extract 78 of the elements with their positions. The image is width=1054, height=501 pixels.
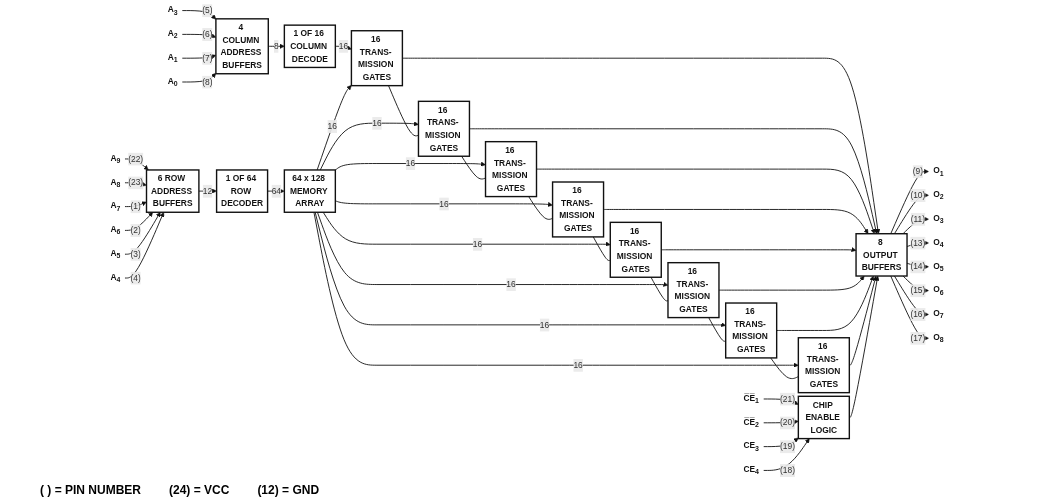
node-text: C̅E̅$_{2}$ bbox=[743, 416, 759, 429]
node-text: O$_{4}$ bbox=[933, 236, 944, 249]
edge-label: (6) bbox=[202, 29, 213, 39]
node-text: O$_{1}$ bbox=[933, 165, 944, 178]
node-text: A$_{0}$ bbox=[167, 75, 178, 88]
edge-label: (23) bbox=[128, 177, 144, 188]
node-box: 16 TRANS- MISSION GATES bbox=[725, 302, 778, 359]
node-text: A$_{2}$ bbox=[167, 28, 178, 41]
edge-label: (16) bbox=[910, 309, 926, 319]
node-text: O$_{2}$ bbox=[933, 189, 944, 202]
edge-label: 12 bbox=[202, 185, 213, 196]
edge-label: 16 bbox=[405, 158, 416, 168]
edge-label: (15) bbox=[910, 285, 926, 295]
node-text: A$_{4}$ bbox=[110, 271, 121, 284]
node-text: O$_{3}$ bbox=[933, 213, 944, 225]
node-text: A$_{7}$ bbox=[110, 200, 121, 213]
node-text: A$_{3}$ bbox=[167, 4, 178, 17]
connector bbox=[388, 85, 419, 137]
node-text: CE$_{4}$ bbox=[743, 464, 759, 477]
node-box: 16 TRANS- MISSION GATES bbox=[350, 30, 404, 87]
node-text: O$_{5}$ bbox=[933, 260, 944, 273]
node-box: 16 TRANS- MISSION GATES bbox=[797, 337, 851, 394]
node-text: C̅E̅$_{1}$ bbox=[743, 392, 759, 405]
edge-label: (11) bbox=[910, 213, 926, 224]
edge-label: (18) bbox=[780, 465, 795, 475]
node-text: O$_{7}$ bbox=[933, 308, 944, 321]
edge-label: (14) bbox=[910, 261, 926, 272]
edge-label: 16 bbox=[472, 239, 483, 249]
edge-label: (17) bbox=[910, 333, 926, 343]
edge-label: (4) bbox=[130, 272, 141, 283]
edge-label: (7) bbox=[202, 53, 213, 63]
node-box: 64 x 128 MEMORY ARRAY bbox=[283, 169, 337, 213]
pin-note: (12) = GND bbox=[257, 483, 320, 497]
edge-label: (2) bbox=[130, 225, 141, 235]
node-box: 16 TRANS- MISSION GATES bbox=[609, 221, 662, 278]
edge-label: (3) bbox=[130, 249, 141, 259]
node-box: 6 ROW ADDRESS BUFFERS bbox=[145, 169, 200, 213]
node-text: CE$_{3}$ bbox=[743, 440, 759, 453]
pin-note: ( ) = PIN NUMBER bbox=[40, 483, 141, 497]
node-text: A$_{6}$ bbox=[110, 224, 121, 237]
edge-label: (8) bbox=[202, 76, 213, 87]
edge-label: 16 bbox=[439, 198, 449, 209]
edge-label: (20) bbox=[780, 417, 795, 428]
node-text: A$_{8}$ bbox=[110, 176, 121, 189]
edge-label: (22) bbox=[128, 153, 144, 164]
node-box: 1 OF 16 COLUMN DECODE bbox=[283, 24, 337, 69]
edge-label: 16 bbox=[372, 118, 382, 128]
connector bbox=[461, 155, 486, 180]
edge-label: 8 bbox=[273, 41, 279, 51]
node-box: 16 TRANS- MISSION GATES bbox=[667, 262, 720, 319]
edge-label: (13) bbox=[910, 237, 926, 248]
connector bbox=[592, 236, 611, 261]
edge-label: (10) bbox=[910, 190, 926, 200]
node-text: A$_{9}$ bbox=[110, 152, 121, 165]
edge-label: (19) bbox=[780, 441, 795, 451]
node-box: 4 COLUMN ADDRESS BUFFERS bbox=[215, 18, 269, 75]
edge-label: 16 bbox=[506, 279, 516, 289]
node-text: A$_{1}$ bbox=[167, 52, 178, 64]
edge-label: 16 bbox=[539, 319, 550, 330]
edge-label: 64 bbox=[271, 185, 281, 196]
edge-label: 16 bbox=[573, 360, 583, 370]
edge-label: (9) bbox=[912, 166, 924, 176]
node-text: O$_{6}$ bbox=[933, 284, 944, 297]
edge-label: 16 bbox=[327, 121, 337, 131]
node-box: 1 OF 64 ROW DECODER bbox=[215, 169, 269, 213]
connector bbox=[770, 357, 799, 380]
edge-label: 16 bbox=[338, 41, 349, 51]
edge-label: (1) bbox=[130, 201, 141, 211]
edge-label: (5) bbox=[202, 5, 213, 15]
node-text: A$_{5}$ bbox=[110, 248, 121, 260]
node-text: O$_{8}$ bbox=[933, 332, 944, 344]
node-box: CHIP ENABLE LOGIC bbox=[797, 395, 851, 440]
node-box: 16 TRANS- MISSION GATES bbox=[484, 140, 538, 198]
node-box: 16 TRANS- MISSION GATES bbox=[417, 100, 471, 157]
pin-note: (24) = VCC bbox=[169, 483, 230, 497]
node-box: 16 TRANS- MISSION GATES bbox=[551, 181, 605, 238]
node-box: 8 OUTPUT BUFFERS bbox=[855, 233, 908, 277]
edge-label: (21) bbox=[780, 393, 795, 404]
